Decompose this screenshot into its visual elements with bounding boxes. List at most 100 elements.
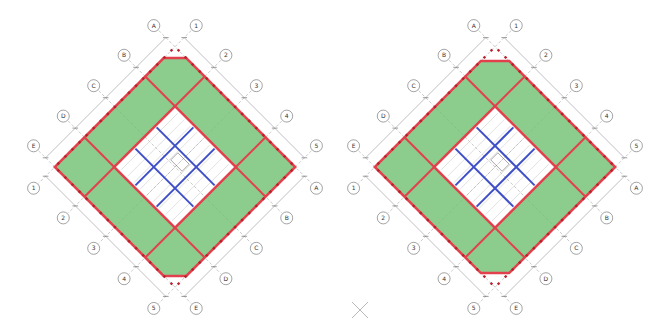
column bbox=[219, 91, 222, 94]
inner-wall bbox=[114, 106, 236, 228]
column bbox=[92, 204, 95, 207]
column bbox=[106, 112, 109, 115]
grid-label: 2 bbox=[61, 215, 65, 221]
outer-wall bbox=[55, 47, 295, 287]
column bbox=[518, 70, 521, 73]
grid-bubble bbox=[281, 212, 293, 224]
dimension-tick bbox=[241, 95, 247, 101]
inner-wall bbox=[434, 106, 556, 228]
column bbox=[255, 126, 258, 129]
column bbox=[184, 56, 187, 59]
grid-label: A bbox=[634, 185, 638, 191]
column bbox=[71, 183, 74, 186]
grid-label: 1 bbox=[32, 185, 36, 191]
dimension-tick bbox=[363, 155, 369, 161]
column bbox=[461, 77, 464, 80]
grid-label: 5 bbox=[314, 143, 318, 149]
column bbox=[384, 155, 387, 158]
outer-wall bbox=[375, 47, 615, 287]
column bbox=[433, 225, 436, 228]
column bbox=[290, 169, 293, 172]
column bbox=[560, 218, 563, 221]
dimension-tick bbox=[531, 64, 537, 70]
column bbox=[170, 49, 173, 52]
column bbox=[440, 98, 443, 101]
divider-wall bbox=[495, 228, 525, 258]
grid-label: 2 bbox=[224, 52, 228, 58]
grid-label: B bbox=[442, 52, 446, 58]
grid-bubble bbox=[250, 242, 262, 254]
column bbox=[177, 282, 180, 285]
column bbox=[127, 240, 130, 243]
column bbox=[377, 169, 380, 172]
column bbox=[546, 98, 549, 101]
column bbox=[283, 155, 286, 158]
column bbox=[219, 240, 222, 243]
floor-plan bbox=[342, 14, 647, 319]
column bbox=[255, 204, 258, 207]
column bbox=[504, 275, 507, 278]
column bbox=[134, 247, 137, 250]
dimension-tick bbox=[272, 203, 278, 209]
column bbox=[419, 211, 422, 214]
column bbox=[546, 232, 549, 235]
column bbox=[532, 84, 535, 87]
grid-bubble bbox=[250, 80, 262, 92]
column bbox=[170, 282, 173, 285]
dimension-tick bbox=[501, 294, 507, 300]
dimension-tick bbox=[272, 125, 278, 131]
grid-label: D bbox=[381, 113, 386, 119]
grid-bubble bbox=[377, 110, 389, 122]
grid-label: C bbox=[254, 245, 258, 251]
column bbox=[476, 63, 479, 66]
column bbox=[476, 268, 479, 271]
grid-label: 4 bbox=[605, 113, 609, 119]
column bbox=[560, 112, 563, 115]
grid-label: 4 bbox=[122, 276, 126, 282]
dimension-tick bbox=[453, 64, 459, 70]
column bbox=[113, 105, 116, 108]
dimension-tick bbox=[103, 233, 109, 239]
column bbox=[568, 211, 571, 214]
dimension-tick bbox=[163, 35, 169, 41]
grid-bubble bbox=[601, 212, 613, 224]
dimension-tick bbox=[72, 203, 78, 209]
column bbox=[141, 77, 144, 80]
grid-label: D bbox=[224, 276, 229, 282]
divider-wall bbox=[84, 167, 114, 197]
column bbox=[412, 126, 415, 129]
grid-bubble bbox=[28, 182, 40, 194]
column bbox=[99, 211, 102, 214]
grid-label: 4 bbox=[442, 276, 446, 282]
column bbox=[377, 162, 380, 165]
grid-bubble bbox=[220, 273, 232, 285]
grid-bubble bbox=[438, 49, 450, 61]
dimension-tick bbox=[622, 155, 628, 161]
grid-label: 5 bbox=[634, 143, 638, 149]
dimension-tick bbox=[453, 264, 459, 270]
dimension-tick bbox=[241, 233, 247, 239]
column bbox=[398, 190, 401, 193]
column bbox=[440, 232, 443, 235]
column bbox=[198, 261, 201, 264]
divider-wall bbox=[84, 137, 114, 167]
divider-wall bbox=[145, 76, 175, 106]
column bbox=[71, 148, 74, 151]
column bbox=[582, 133, 585, 136]
column bbox=[384, 176, 387, 179]
column bbox=[603, 176, 606, 179]
dimension-tick bbox=[392, 203, 398, 209]
grid-label: B bbox=[122, 52, 126, 58]
grid-label: A bbox=[152, 23, 156, 29]
grid-bubble bbox=[190, 20, 202, 32]
column bbox=[610, 169, 613, 172]
column bbox=[290, 162, 293, 165]
column bbox=[99, 119, 102, 122]
column bbox=[405, 197, 408, 200]
column bbox=[575, 204, 578, 207]
grid-bubble bbox=[57, 110, 69, 122]
grid-label: 1 bbox=[194, 23, 198, 29]
column bbox=[447, 240, 450, 243]
grid-bubble bbox=[118, 49, 130, 61]
